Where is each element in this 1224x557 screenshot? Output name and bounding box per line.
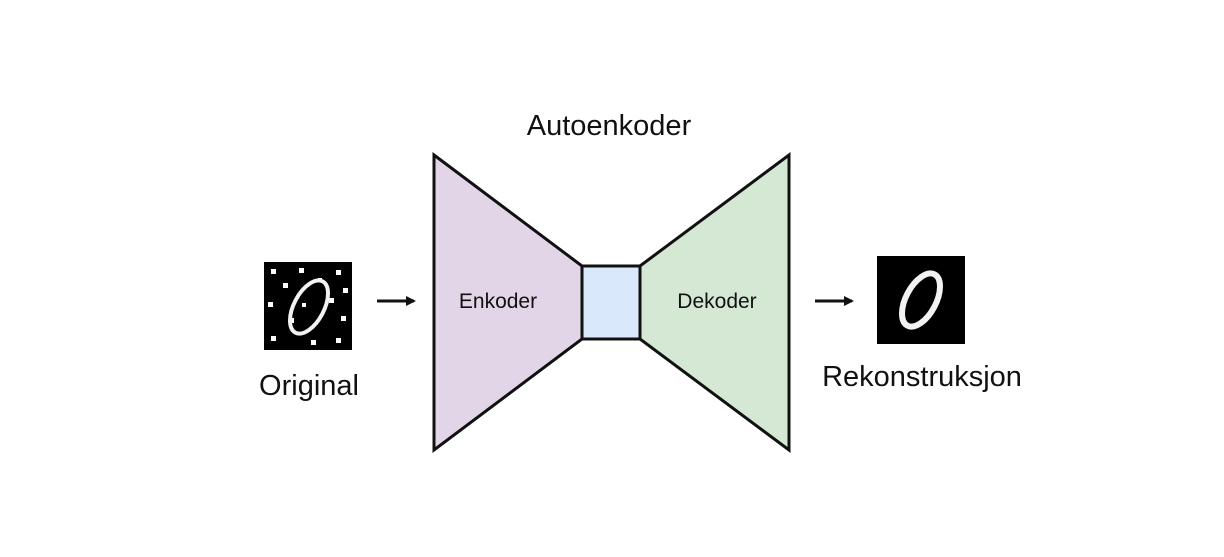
- diagram-title: Autoenkoder: [527, 110, 692, 142]
- reconstruction-label: Rekonstruksjon: [822, 361, 1022, 393]
- encoder-label: Enkoder: [459, 290, 537, 313]
- decoder-block: [638, 152, 791, 453]
- reconstruction-image: [877, 256, 965, 344]
- original-label: Original: [259, 370, 359, 402]
- latent-block: [580, 264, 642, 341]
- original-image: [264, 262, 352, 350]
- decoder-label: Dekoder: [677, 290, 756, 313]
